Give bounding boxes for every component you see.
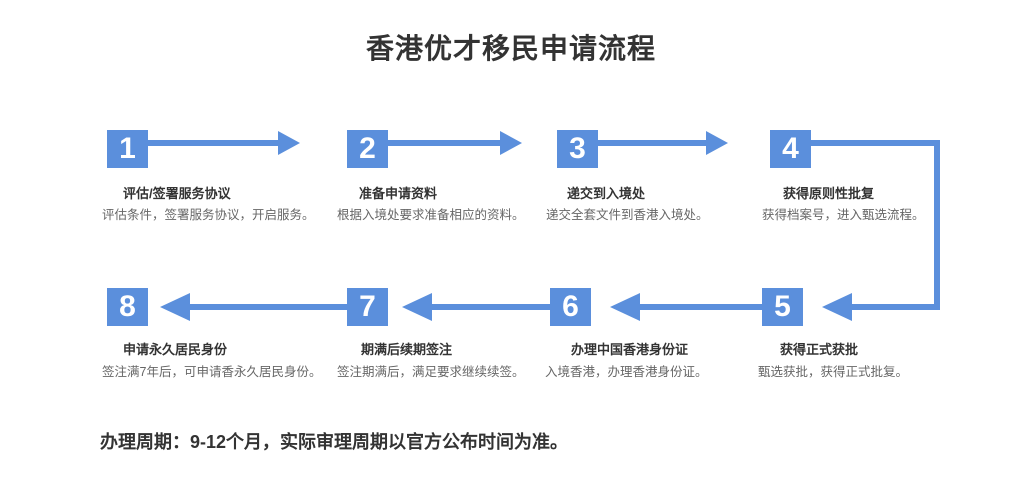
step-4-description: 获得档案号，进入甄选流程。 — [762, 208, 925, 222]
arrow-head-step4-to-step5 — [822, 293, 852, 321]
connector-step4-vertical — [934, 140, 940, 310]
step-7-number-box: 7 — [347, 288, 388, 326]
step-3-title: 递交到入境处 — [567, 186, 646, 201]
step-7-description: 签注期满后，满足要求继续续签。 — [337, 365, 525, 379]
connector-step4-horizontal — [811, 140, 940, 146]
arrow-line-step7-to-step8 — [190, 304, 347, 310]
step-2-number-box: 2 — [347, 130, 388, 168]
step-6-title: 办理中国香港身份证 — [571, 342, 689, 357]
arrow-head-step1-to-step2 — [278, 131, 300, 155]
arrow-line-step2-to-step3 — [388, 140, 500, 146]
step-6-number-box: 6 — [550, 288, 591, 326]
step-3-number-box: 3 — [557, 130, 598, 168]
arrow-line-step5-to-step6 — [640, 304, 762, 310]
arrow-line-step3-to-step4 — [598, 140, 706, 146]
step-2-title: 准备申请资料 — [359, 186, 438, 201]
arrow-head-step3-to-step4 — [706, 131, 728, 155]
step-1-number-box: 1 — [107, 130, 148, 168]
step-2-description: 根据入境处要求准备相应的资料。 — [337, 208, 525, 222]
arrow-head-step6-to-step7 — [402, 293, 432, 321]
step-8-description: 签注满7年后，可申请香永久居民身份。 — [102, 365, 322, 379]
step-8-number-box: 8 — [107, 288, 148, 326]
step-4-number-box: 4 — [770, 130, 811, 168]
processing-period-note: 办理周期：9-12个月，实际审理周期以官方公布时间为准。 — [100, 432, 569, 452]
arrow-head-step5-to-step6 — [610, 293, 640, 321]
step-7-title: 期满后续期签注 — [361, 342, 453, 357]
arrow-line-step6-to-step7 — [432, 304, 550, 310]
arrow-head-step7-to-step8 — [160, 293, 190, 321]
step-8-title: 申请永久居民身份 — [123, 342, 228, 357]
step-1-title: 评估/签署服务协议 — [123, 186, 231, 201]
arrow-head-step2-to-step3 — [500, 131, 522, 155]
connector-step5-horizontal — [852, 304, 940, 310]
step-4-title: 获得原则性批复 — [783, 186, 875, 201]
arrow-line-step1-to-step2 — [148, 140, 278, 146]
step-3-description: 递交全套文件到香港入境处。 — [546, 208, 709, 222]
step-6-description: 入境香港，办理香港身份证。 — [545, 365, 708, 379]
step-5-title: 获得正式获批 — [780, 342, 859, 357]
page-title: 香港优才移民申请流程 — [365, 33, 656, 64]
step-5-description: 甄选获批，获得正式批复。 — [758, 365, 909, 379]
step-1-description: 评估条件，签署服务协议，开启服务。 — [102, 208, 315, 222]
step-5-number-box: 5 — [762, 288, 803, 326]
